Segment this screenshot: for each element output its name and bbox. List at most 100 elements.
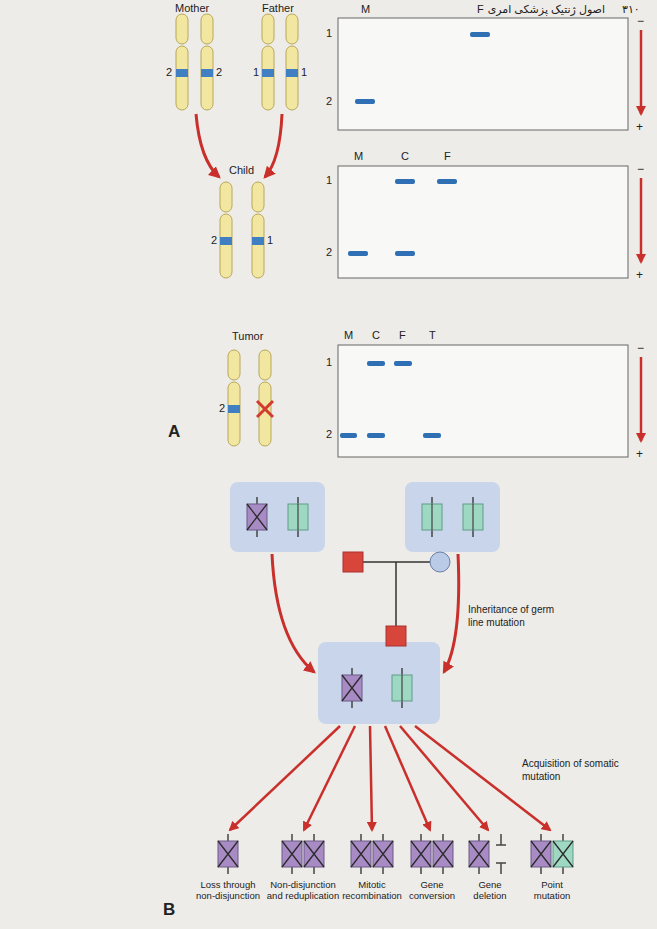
- descent-line: [395, 562, 397, 626]
- chromosome: [259, 350, 271, 446]
- chromosome: [286, 14, 298, 110]
- chromosome-icons: [463, 830, 517, 878]
- inheritance-arrow: [265, 114, 282, 177]
- somatic-arrow: [230, 726, 340, 830]
- allele-row-label: 1: [326, 27, 332, 40]
- gel-band: [348, 251, 368, 256]
- allele-band: [228, 405, 240, 413]
- allele-row-label: 1: [326, 356, 332, 369]
- allele-row-label: 2: [326, 428, 332, 441]
- chromosome: [201, 14, 213, 110]
- parent-label: Mother: [175, 2, 209, 15]
- outcome-label: Non-disjunction and reduplication: [263, 880, 343, 902]
- lane-label: M: [361, 3, 370, 16]
- outcome-figure: Gene deletion: [463, 830, 517, 902]
- allele-band: [286, 69, 298, 77]
- lane-label: M: [354, 150, 363, 163]
- female-symbol: [430, 552, 450, 572]
- outcome-figure: Mitotic recombination: [340, 830, 404, 902]
- allele-number: 2: [219, 402, 225, 415]
- allele-number: 2: [166, 66, 172, 79]
- chromosome-icons: [263, 830, 343, 878]
- chromosome-icon: [433, 834, 453, 874]
- mutant-chromosome: [342, 668, 362, 708]
- gel-band: [395, 251, 415, 256]
- allele-number: 2: [211, 234, 217, 247]
- gel-band: [437, 179, 457, 184]
- genotype-panel: [230, 482, 325, 552]
- allele-row-label: 1: [326, 174, 332, 187]
- generation-label: Child: [229, 164, 254, 177]
- gel-panel: [338, 18, 628, 130]
- affected-male: [386, 626, 406, 646]
- outcome-label: Gene deletion: [463, 880, 517, 902]
- normal-chromosome: [392, 668, 412, 708]
- lane-label: F: [477, 3, 484, 16]
- outcome-figure: Non-disjunction and reduplication: [263, 830, 343, 902]
- somatic-arrow: [400, 726, 488, 830]
- gel-panel: [338, 345, 628, 457]
- allele-band: [262, 69, 274, 77]
- electrode-sign: +: [636, 120, 643, 134]
- chromosome-icon: [531, 834, 551, 874]
- allele-band: [252, 237, 264, 245]
- allele-row-label: 2: [326, 95, 332, 108]
- chromosome-icons: [340, 830, 404, 878]
- chromosome-icon: [218, 834, 238, 874]
- outcome-figure: Gene conversion: [405, 830, 459, 902]
- gel-panel: [338, 166, 628, 278]
- loss-mark: [257, 401, 273, 417]
- outcome-label: Point mutation: [524, 880, 580, 902]
- outcome-label: Gene conversion: [405, 880, 459, 902]
- allele-number: 2: [216, 66, 222, 79]
- electrode-sign: +: [636, 447, 643, 461]
- chromosome-icons: [405, 830, 459, 878]
- genotype-panel: [405, 482, 500, 552]
- somatic-arrow: [370, 726, 372, 830]
- process-note: Inheritance of germ line mutation: [468, 604, 568, 629]
- gel-band: [355, 99, 375, 104]
- process-note: Acquisition of somatic mutation: [522, 758, 622, 783]
- running-header: اصول ژنتیک پزشکی امری: [488, 3, 605, 16]
- chromosome-icons: [190, 830, 266, 878]
- lane-label: T: [429, 329, 436, 342]
- parent-label: Father: [262, 2, 294, 15]
- gel-band: [470, 32, 490, 37]
- allele-band: [220, 237, 232, 245]
- normal-chromosome: [288, 497, 308, 537]
- genotype-panel: [318, 642, 440, 724]
- somatic-arrows: [230, 726, 550, 830]
- electrode-sign: +: [636, 268, 643, 282]
- outcome-label: Mitotic recombination: [340, 880, 404, 902]
- lane-label: F: [399, 329, 406, 342]
- allele-number: 1: [301, 66, 307, 79]
- panel-letter: A: [168, 422, 180, 442]
- allele-number: 1: [267, 234, 273, 247]
- chromosome-icon: [282, 834, 302, 874]
- chromosome: [220, 182, 232, 278]
- inheritance-arrow: [272, 554, 314, 672]
- chromosome-icon: [469, 834, 489, 874]
- somatic-arrow: [385, 726, 430, 830]
- chromosome: [228, 350, 240, 446]
- gel-band: [394, 361, 412, 366]
- electrode-sign: −: [637, 341, 644, 355]
- chromosome-icon: [304, 834, 324, 874]
- chromosome-icon: [496, 834, 506, 874]
- gel-band: [367, 433, 385, 438]
- generation-label: Tumor: [232, 330, 263, 343]
- inheritance-arrow: [196, 114, 219, 177]
- chromosome-icons: [524, 830, 580, 878]
- chromosome-icon: [373, 834, 393, 874]
- lane-label: M: [344, 329, 353, 342]
- allele-number: 1: [253, 66, 259, 79]
- normal-chromosome: [463, 497, 483, 537]
- gel-band: [340, 433, 357, 438]
- lane-label: C: [372, 329, 380, 342]
- electrode-sign: −: [637, 162, 644, 176]
- electrode-sign: −: [637, 14, 644, 28]
- migration-arrow: [640, 178, 643, 262]
- lane-label: F: [444, 150, 451, 163]
